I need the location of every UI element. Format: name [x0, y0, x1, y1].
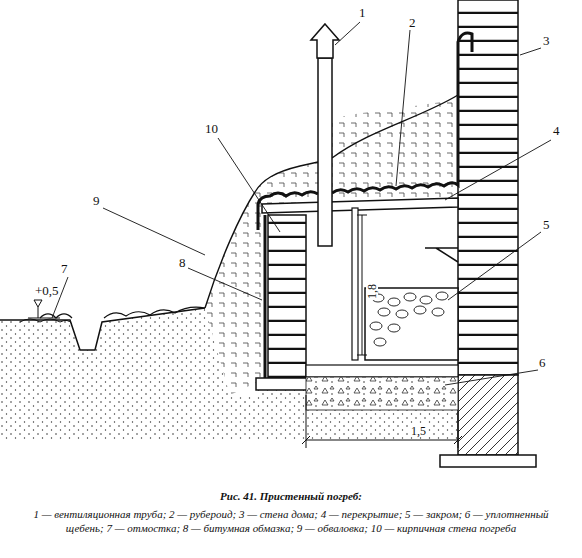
callout-number: 10 — [204, 122, 219, 135]
figure-caption: Рис. 41. Пристенный погреб: — [14, 490, 568, 502]
callout-number: 7 — [60, 262, 69, 275]
caption-legend-text: 1 — вентиляционная труба; 2 — рубероид; … — [14, 508, 568, 536]
callout-number: 4 — [552, 124, 561, 137]
callout-number: 3 — [542, 34, 551, 47]
dimension-label: 1,8 — [366, 283, 378, 300]
callout-number: 9 — [92, 194, 101, 207]
callout-number: 5 — [542, 218, 551, 231]
callout-number: 1 — [358, 6, 367, 19]
callout-number: 6 — [538, 356, 547, 369]
level-mark: +0,5 — [34, 284, 60, 297]
callout-number: 2 — [408, 16, 417, 29]
callout-number: 8 — [178, 256, 187, 269]
dimension-label: 1,5 — [410, 425, 427, 437]
